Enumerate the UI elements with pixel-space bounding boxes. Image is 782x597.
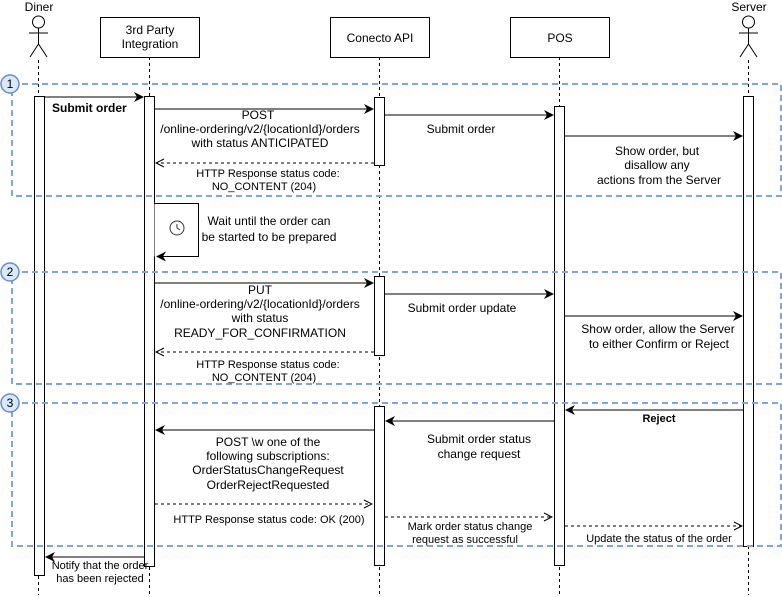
svg-text:Wait until the order can: Wait until the order can — [208, 214, 331, 228]
svg-text:actions from the Server: actions from the Server — [597, 173, 721, 187]
msg-reject: Reject — [565, 405, 743, 425]
svg-text:Mark order status change: Mark order status change — [408, 521, 533, 533]
svg-text:with status: with status — [231, 311, 289, 325]
msg-response-200: HTTP Response status code: OK (200) — [155, 504, 372, 526]
stick-figure-icon — [739, 15, 758, 58]
diner-label: Diner — [25, 0, 54, 14]
msg-response-204-2: HTTP Response status code: NO_CONTENT (2… — [156, 352, 374, 384]
pos-activation — [554, 106, 565, 566]
conecto-activation-3 — [374, 406, 385, 566]
svg-text:Submit order: Submit order — [52, 101, 127, 115]
svg-text:be started to be prepared: be started to be prepared — [202, 230, 337, 244]
conecto-activation-1 — [374, 97, 385, 166]
svg-text:Submit order: Submit order — [427, 122, 496, 136]
msg-update-order-status: Update the status of the order — [565, 526, 742, 545]
msg-show-order-allow: Show order, allow the Server to either C… — [565, 311, 743, 351]
section-3-frame — [11, 402, 782, 547]
conecto-participant: Conecto API — [330, 17, 430, 58]
svg-text:Update the status of the order: Update the status of the order — [586, 533, 732, 545]
msg-post-subscriptions: POST \w one of the following subscriptio… — [155, 425, 374, 492]
svg-text:READY_FOR_CONFIRMATION: READY_FOR_CONFIRMATION — [174, 326, 346, 340]
svg-text:Notify that the order: Notify that the order — [52, 560, 149, 572]
svg-text:3: 3 — [7, 396, 14, 410]
conecto-label: Conecto API — [347, 31, 414, 45]
svg-text:POST \w one of the: POST \w one of the — [216, 435, 321, 449]
diner-actor: Diner — [25, 0, 54, 58]
clock-icon — [169, 220, 185, 236]
svg-text:to either Confirm or Reject: to either Confirm or Reject — [589, 337, 730, 351]
svg-text:disallow any: disallow any — [624, 158, 689, 172]
svg-text:/online-ordering/v2/{locationI: /online-ordering/v2/{locationId}/orders — [160, 297, 359, 311]
msg-notify-rejected: Notify that the order has been rejected — [45, 552, 149, 585]
svg-text:NO_CONTENT (204): NO_CONTENT (204) — [212, 372, 316, 384]
msg-response-204-1: HTTP Response status code: NO_CONTENT (2… — [156, 163, 374, 193]
diner-activation — [34, 96, 45, 576]
svg-text:PUT: PUT — [248, 283, 273, 297]
msg-submit-order-diner: Submit order — [44, 92, 144, 115]
svg-text:HTTP Response status code:: HTTP Response status code: — [196, 359, 339, 371]
msg-show-order-disallow: Show order, but disallow any actions fro… — [565, 131, 743, 187]
third-party-activation-1 — [144, 96, 155, 567]
msg-submit-order-update: Submit order update — [385, 289, 554, 315]
section-badge-2: 2 — [0, 262, 20, 282]
msg-submit-order-pos: Submit order — [385, 110, 554, 136]
pos-participant: POS — [510, 17, 610, 58]
svg-text:2: 2 — [7, 265, 14, 279]
svg-text:Show order, but: Show order, but — [615, 144, 700, 158]
svg-text:1: 1 — [7, 77, 14, 91]
svg-text:/online-ordering/v2/{locationI: /online-ordering/v2/{locationId}/orders — [160, 122, 359, 136]
section-badge-1: 1 — [0, 74, 20, 94]
svg-text:HTTP Response status code:: HTTP Response status code: — [196, 168, 339, 180]
svg-text:following subscriptions:: following subscriptions: — [206, 449, 329, 463]
svg-text:Show order, allow the Server: Show order, allow the Server — [581, 322, 734, 336]
svg-text:change request: change request — [438, 447, 521, 461]
activations — [34, 96, 754, 576]
msg-submit-status-change: Submit order status change request — [385, 416, 554, 461]
server-activation — [743, 96, 754, 547]
svg-text:Submit order update: Submit order update — [408, 301, 517, 315]
svg-text:with status ANTICIPATED: with status ANTICIPATED — [191, 136, 329, 150]
svg-text:POST: POST — [242, 108, 275, 122]
stick-figure-icon — [29, 15, 48, 58]
server-actor: Server — [731, 0, 767, 58]
conecto-activation-2 — [374, 276, 385, 356]
section-badge-3: 3 — [0, 393, 20, 413]
svg-text:HTTP Response status code: OK: HTTP Response status code: OK (200) — [173, 514, 364, 526]
msg-mark-status-successful: Mark order status change request as succ… — [385, 517, 552, 546]
svg-text:OrderRejectRequested: OrderRejectRequested — [207, 478, 330, 492]
svg-text:OrderStatusChangeRequest: OrderStatusChangeRequest — [192, 463, 344, 477]
server-label: Server — [731, 0, 766, 14]
pos-label: POS — [547, 31, 572, 45]
svg-text:request as successful: request as successful — [412, 534, 518, 546]
svg-text:Submit order status: Submit order status — [427, 432, 531, 446]
third-party-label-line2: Integration — [122, 37, 179, 51]
msg-post-anticipated: POST /online-ordering/v2/{locationId}/or… — [155, 104, 374, 150]
third-party-label-line1: 3rd Party — [126, 23, 175, 37]
svg-text:NO_CONTENT (204): NO_CONTENT (204) — [212, 181, 316, 193]
section-frames — [11, 83, 782, 547]
third-party-participant: 3rd Party Integration — [100, 17, 200, 58]
msg-put-ready-for-confirmation: PUT /online-ordering/v2/{locationId}/ord… — [155, 278, 374, 340]
msg-wait-until-prepared: Wait until the order can be started to b… — [154, 202, 337, 262]
section-2-frame — [11, 271, 782, 385]
svg-text:Reject: Reject — [642, 413, 675, 425]
svg-text:has been rejected: has been rejected — [56, 573, 143, 585]
section-1-frame — [11, 83, 782, 197]
